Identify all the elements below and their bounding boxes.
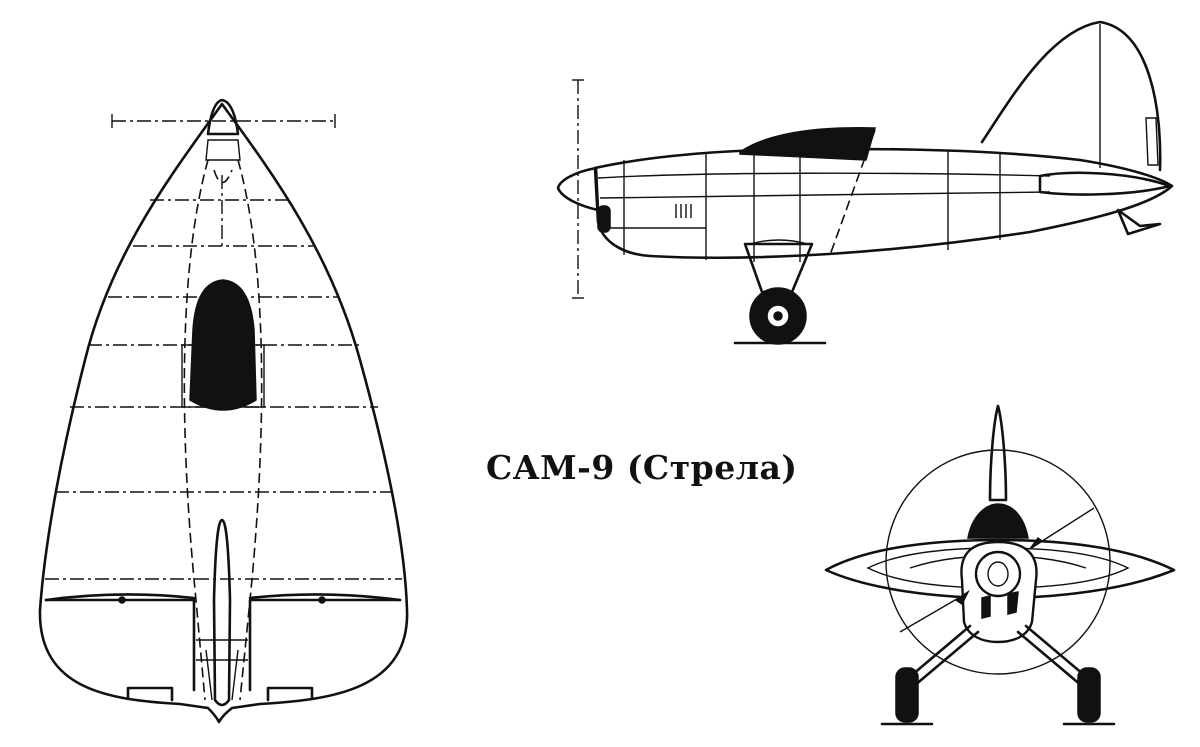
side-tail-fin: [980, 20, 1162, 172]
front-wings: [824, 538, 1176, 600]
side-fuselage: [593, 147, 1174, 260]
plan-canopy: [189, 279, 257, 411]
plan-wing-outline: [38, 102, 409, 724]
front-propeller-disc: [885, 449, 1111, 675]
side-canopy: [739, 127, 876, 161]
plan-view: [38, 98, 409, 724]
front-view: [824, 404, 1176, 726]
side-view: [556, 20, 1174, 345]
drawing-caption: САМ-9 (Стрела): [486, 448, 798, 487]
